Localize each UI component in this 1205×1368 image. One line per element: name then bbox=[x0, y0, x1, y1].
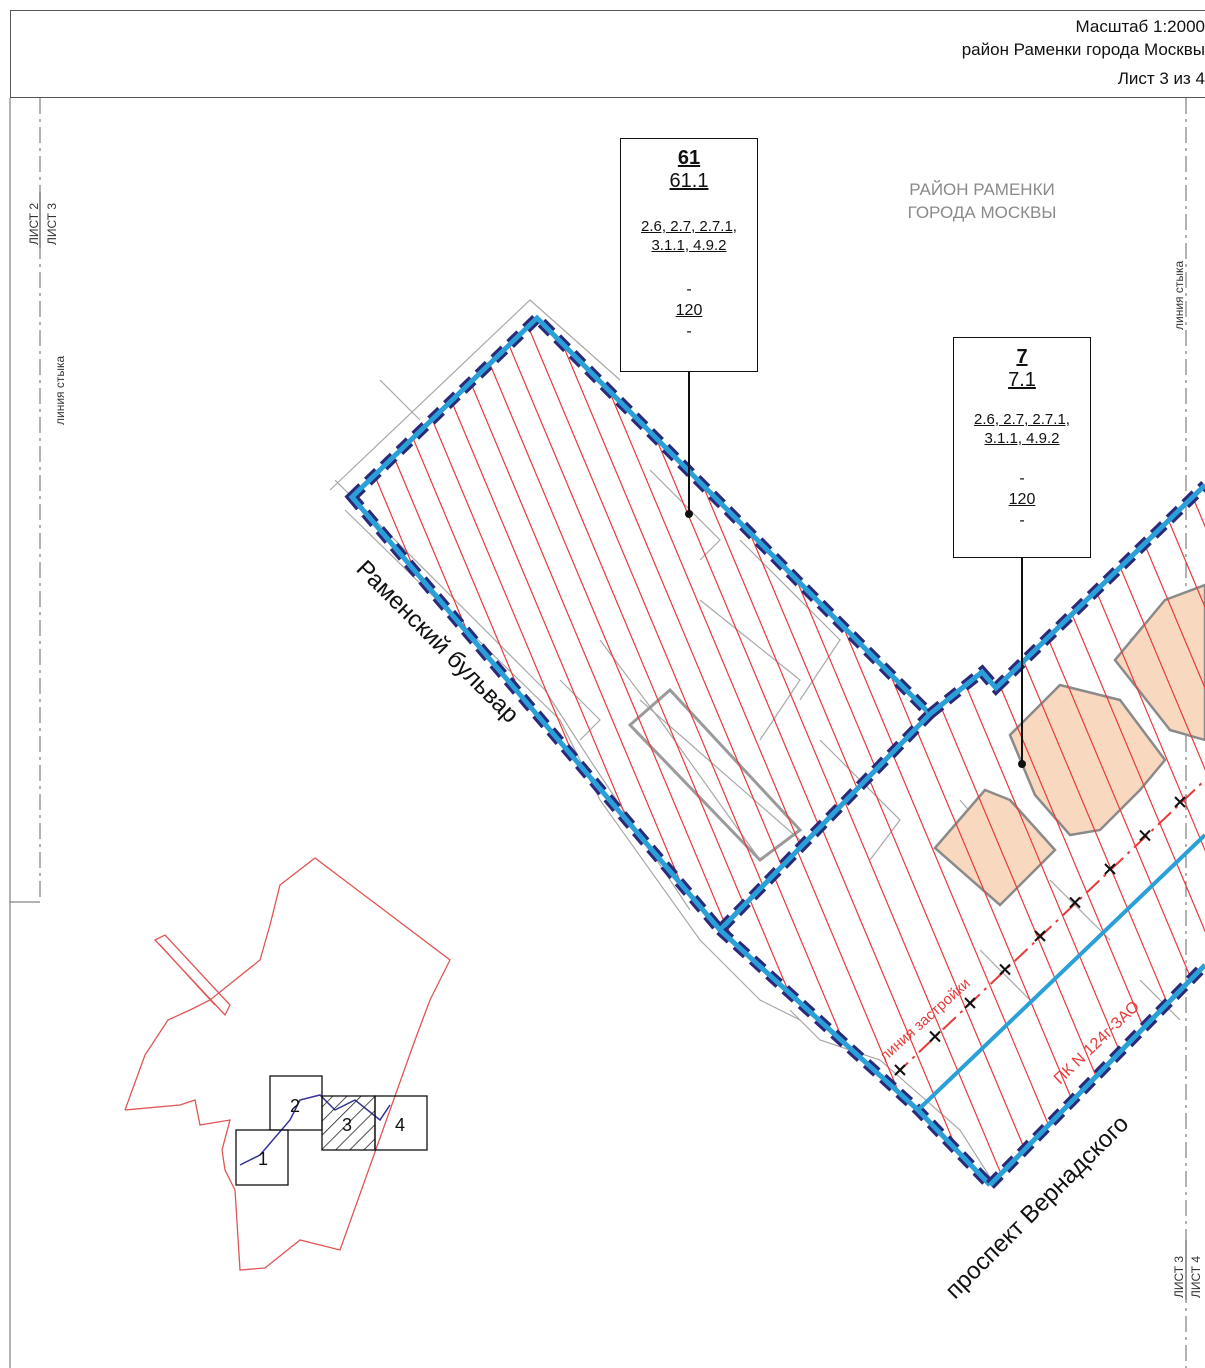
header-sheet-number: Лист 3 из 4 bbox=[1117, 69, 1205, 88]
hatch-line bbox=[727, 485, 1191, 1110]
zone-7-dash: - bbox=[1019, 470, 1025, 487]
building-line bbox=[894, 779, 1205, 1076]
zone-7-codes-line2: 3.1.1, 4.9.2 bbox=[984, 430, 1060, 447]
building-line-label: линия застройки bbox=[876, 975, 973, 1065]
zone-7-dash2: - bbox=[1019, 512, 1025, 529]
district-label-line1: РАЙОН РАМЕНКИ bbox=[909, 180, 1054, 199]
hatch-line bbox=[931, 485, 1205, 1110]
hatch-line bbox=[720, 485, 851, 1110]
hatch-line bbox=[0, 200, 289, 1300]
sheet-header: Масштаб 1:2000 район Раменки города Моск… bbox=[10, 10, 1205, 98]
hatch-line bbox=[501, 318, 930, 930]
zone-61-subzone: 61.1 bbox=[669, 170, 709, 192]
zone-7-id: 7 bbox=[1016, 346, 1028, 368]
hatch-line bbox=[447, 318, 911, 930]
hatch-line bbox=[918, 835, 1021, 1185]
hatch-line bbox=[218, 200, 680, 1300]
hatch-line bbox=[1169, 485, 1205, 1110]
district-label-line2: ГОРОДА МОСКВЫ bbox=[908, 203, 1057, 222]
cross-mark bbox=[1104, 863, 1116, 875]
hatch-line bbox=[761, 485, 1205, 1110]
cross-mark bbox=[1034, 930, 1046, 942]
zone-7-pointer bbox=[1018, 760, 1026, 768]
building-line-crosses bbox=[894, 796, 1186, 1076]
key-map-label-1: 1 bbox=[258, 1149, 268, 1169]
zone-61-dash2: - bbox=[686, 323, 692, 340]
hatch-line bbox=[918, 835, 1123, 1185]
cross-mark bbox=[1174, 796, 1186, 808]
zone-label-61: 61 61.1 2.6, 2.7, 2.7.1, 3.1.1, 4.9.2 - … bbox=[620, 138, 758, 372]
hatch-line bbox=[0, 200, 262, 1300]
hatch-line bbox=[474, 318, 930, 930]
zone-7-codes-line1: 2.6, 2.7, 2.7.1, bbox=[974, 411, 1070, 428]
building-outlines bbox=[627, 687, 803, 862]
hatch-line bbox=[918, 835, 1055, 1185]
key-map-sheet-1 bbox=[235, 1129, 289, 1186]
hatch-line bbox=[218, 200, 680, 1300]
hatch-line bbox=[897, 485, 1205, 1110]
hatch-line bbox=[863, 485, 1205, 1110]
key-map-sheet-4 bbox=[374, 1095, 428, 1151]
cross-mark bbox=[1069, 896, 1081, 909]
cross-mark bbox=[999, 963, 1011, 976]
hatch-line bbox=[829, 485, 1205, 1110]
zone-61-id: 61 bbox=[677, 147, 701, 169]
cross-mark bbox=[964, 997, 976, 1009]
left-sheet-label-a: ЛИСТ 2 bbox=[27, 203, 41, 245]
key-map: 1 2 3 4 bbox=[124, 857, 451, 1271]
hatch-line bbox=[420, 318, 884, 930]
left-joint-label: линия стыка bbox=[53, 355, 67, 425]
hatch-line bbox=[918, 835, 1089, 1185]
cross-mark bbox=[1139, 829, 1151, 842]
zone-label-7: 7 7.1 2.6, 2.7, 2.7.1, 3.1.1, 4.9.2 - 12… bbox=[953, 337, 1091, 558]
key-map-label-4: 4 bbox=[395, 1115, 405, 1135]
left-sheet-label-b: ЛИСТ 3 bbox=[45, 203, 59, 245]
zone-7-buildings bbox=[933, 583, 1205, 907]
hatch-line bbox=[0, 200, 343, 1300]
cross-mark bbox=[929, 1030, 941, 1043]
hatch-line bbox=[0, 200, 316, 1300]
hatch-line bbox=[388, 200, 850, 1300]
right-joint-label: линия стыка bbox=[1172, 260, 1186, 330]
base-topography bbox=[329, 299, 1181, 1186]
bottom-sheet-label-a: ЛИСТ 3 bbox=[1172, 1256, 1186, 1298]
cross-mark bbox=[894, 1064, 906, 1076]
zone-61-codes-line1: 2.6, 2.7, 2.7.1, bbox=[641, 218, 737, 235]
hatch-line bbox=[720, 485, 1157, 1110]
zone-61-dash: - bbox=[686, 281, 692, 298]
zone-boundaries bbox=[344, 310, 1205, 1189]
bottom-sheet-label-b: ЛИСТ 4 bbox=[1189, 1256, 1203, 1298]
leader-lines bbox=[688, 372, 1023, 764]
zone-7-subzone: 7.1 bbox=[1008, 369, 1036, 391]
key-map-label-2: 2 bbox=[290, 1096, 300, 1116]
hatch-line bbox=[795, 485, 1205, 1110]
hatch-line bbox=[965, 485, 1205, 1110]
key-map-sheet-3-current bbox=[321, 1095, 376, 1151]
hatch-line bbox=[352, 318, 533, 930]
zone-61-pointer bbox=[685, 510, 693, 518]
header-scale: Масштаб 1:2000 bbox=[1075, 17, 1205, 36]
hatch-line bbox=[352, 318, 479, 930]
key-map-label-3: 3 bbox=[342, 1115, 352, 1135]
zone-7-height: 120 bbox=[1008, 491, 1036, 508]
zone-61-codes-line2: 3.1.1, 4.9.2 bbox=[651, 237, 727, 254]
hatch-line bbox=[1169, 835, 1205, 1185]
hatch-line bbox=[352, 318, 506, 930]
header-district: район Раменки города Москвы bbox=[961, 40, 1205, 59]
zone-61-height: 120 bbox=[675, 302, 703, 319]
